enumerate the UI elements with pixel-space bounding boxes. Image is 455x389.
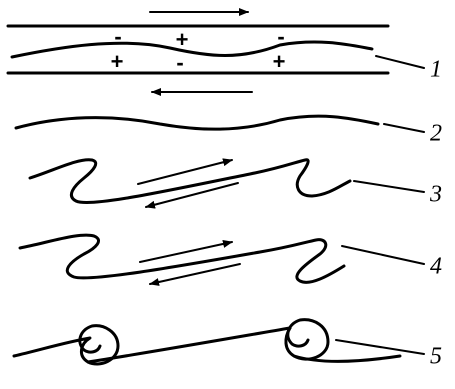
stage-3-group: 3 [30,160,442,208]
charge-top-2: + [176,27,189,52]
stage-2-leader-line [384,124,424,132]
interface-wave [12,42,372,57]
charge-bottom-1: + [111,49,124,74]
charge-bottom-2: - [176,50,183,75]
stage-5-group: 5 [14,320,442,370]
stage-1-group: - + - + - + 1 [8,12,442,92]
stage-2-group: 2 [16,116,442,146]
stage-4-rolled-wave [20,235,344,282]
charge-top-1: - [114,24,121,49]
stage-5-label: 5 [430,344,442,370]
charge-bottom-3: + [273,49,286,74]
stage-2-wave [16,116,378,129]
charge-top-3: - [277,24,284,49]
stage-4-label: 4 [430,254,442,280]
stage-5-right-vortex [286,320,328,359]
stage-5-tail [294,356,400,361]
stage-4-group: 4 [20,235,442,284]
stage-1-leader-line [376,56,424,68]
stage-2-label: 2 [430,121,442,147]
stage-1-label: 1 [430,57,442,83]
stage-4-leader-line [342,246,424,264]
stage-3-label: 3 [429,182,442,208]
stage-5-leader-line [336,340,424,354]
stage-3-leader-line [354,181,424,192]
